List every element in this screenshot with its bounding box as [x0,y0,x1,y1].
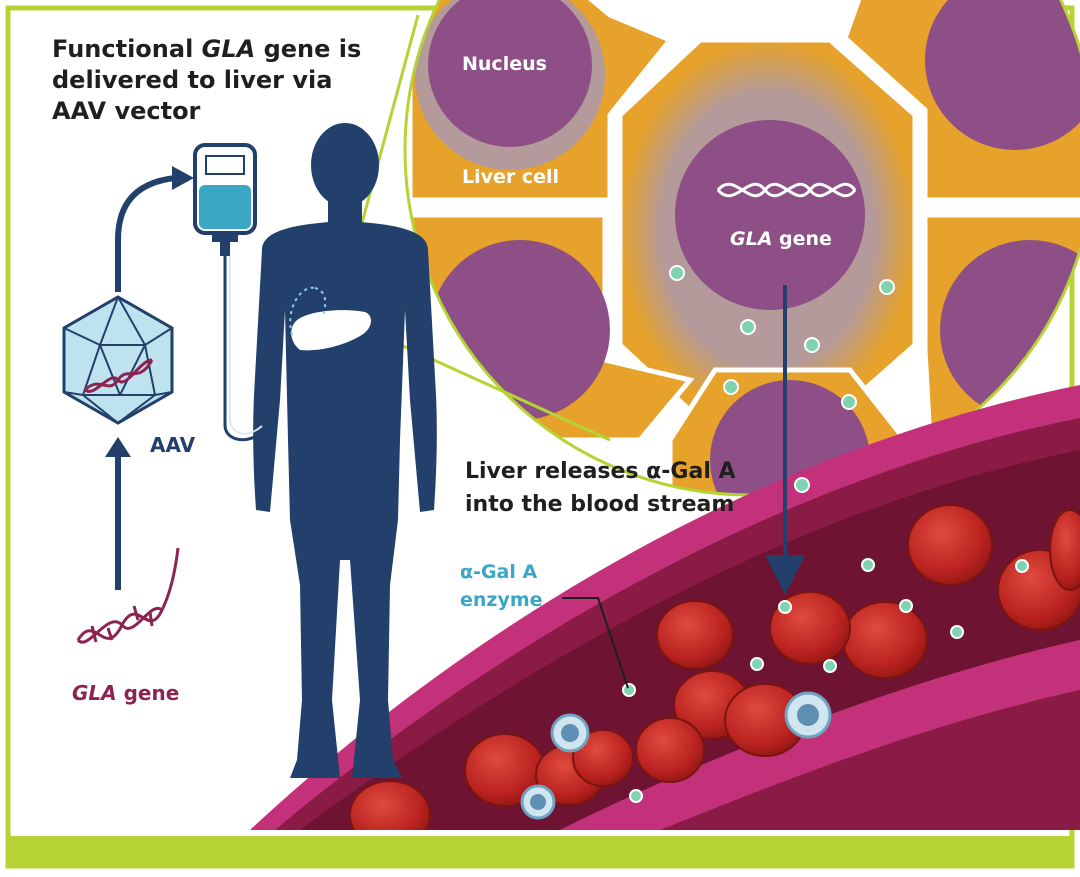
label-enzyme-line1: α-Gal A [460,561,537,583]
enzyme-dot [950,625,964,639]
enzyme-dot [629,789,643,803]
red-blood-cell [349,780,431,830]
liver-organ [291,310,372,351]
label-release-line2: into the blood stream [465,492,734,517]
aav-capsid [62,295,174,425]
iv-tube [229,256,263,435]
title-line3: AAV vector [52,97,201,125]
enzyme-dot [861,558,875,572]
bottom-green-band [8,836,1072,866]
enzyme-dot [669,265,685,281]
label-liver-cell: Liver cell [462,166,559,188]
title-line1: Functional GLA gene is [52,35,361,63]
enzyme-dot [804,337,820,353]
label-release-line1: Liver releases α-Gal A [465,459,736,484]
white-blood-cell [550,713,590,753]
label-enzyme-line2: enzyme [460,589,543,611]
enzyme-dot [794,477,810,493]
enzyme-dot [750,657,764,671]
enzyme-dot [622,683,636,697]
liver-cell-topright [842,0,1080,203]
enzyme-dot [879,279,895,295]
enzyme-pointer-line [562,597,629,689]
arrowhead [105,437,131,457]
red-blood-cell [656,600,734,670]
enzyme-dot [740,319,756,335]
liver-cell-center [617,37,918,423]
enzyme-dot [1015,559,1029,573]
dna-helix-left [76,547,180,644]
nucleus-topleft [428,0,592,147]
dna-helix-aav [83,358,154,393]
red-blood-cell [907,504,993,586]
enzyme-dot [823,659,837,673]
enzyme-dot [899,599,913,613]
nucleus-center [675,120,865,310]
red-blood-cell [572,729,634,787]
liver-cell-topleft [407,0,675,203]
iv-bag [193,143,257,256]
title-line2: delivered to liver via [52,66,332,94]
arrow-up-to-bag [115,175,176,292]
enzyme-dot [723,379,739,395]
enzyme-dot [778,600,792,614]
iv-tube [223,256,272,441]
label-gla-gene-cell: GLA gene [730,228,832,250]
label-nucleus: Nucleus [462,53,547,75]
red-blood-cell [1049,509,1080,591]
dna-helix-cell [716,182,857,198]
enzyme-dot [841,394,857,410]
red-blood-cell [635,717,705,783]
white-blood-cell [520,784,556,820]
red-blood-cell [842,601,928,679]
arrowhead [172,166,194,190]
label-aav: AAV [150,433,196,457]
white-blood-cell [784,691,832,739]
human-silhouette [253,123,437,778]
blood-cells [349,504,1080,830]
label-gla-gene-left: GLA gene [72,681,179,705]
